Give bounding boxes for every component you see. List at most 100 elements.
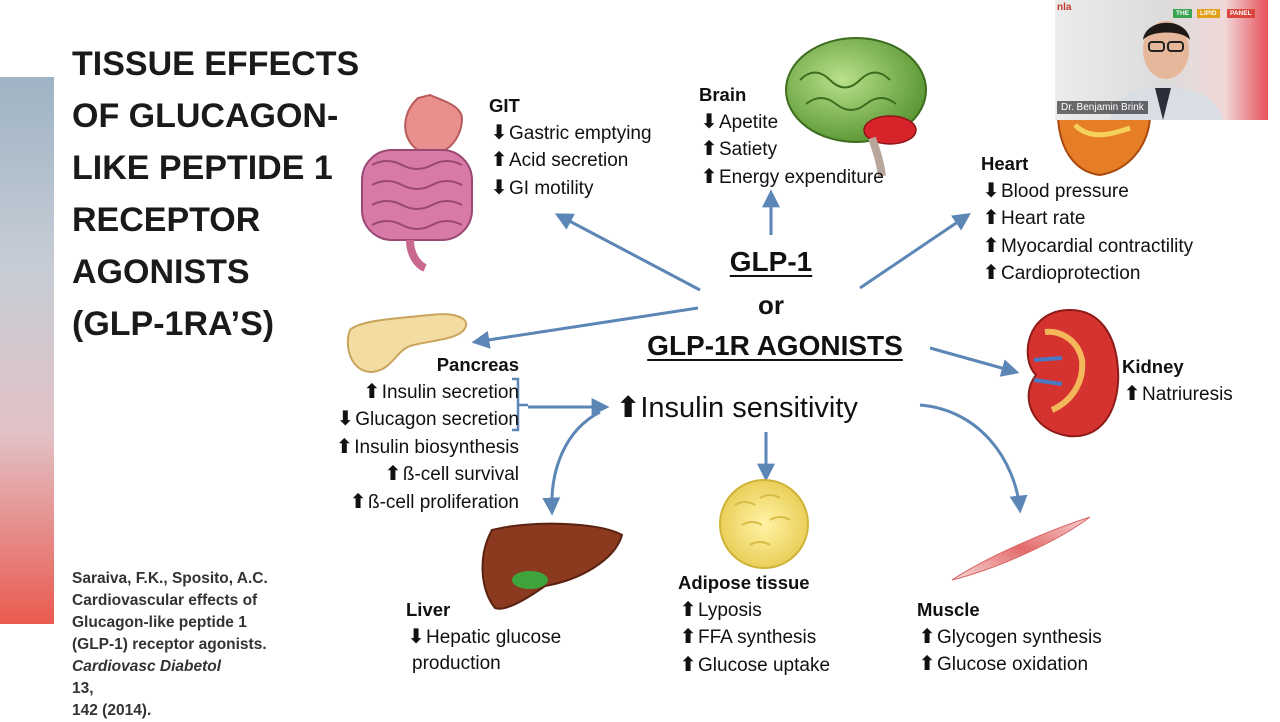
citation-volume: 13,: [72, 680, 94, 697]
title-line: TISSUE EFFECTS: [72, 45, 360, 83]
arrow-up-icon: ⬆: [335, 435, 353, 458]
effect-label: Glucagon secretion: [355, 409, 519, 430]
list-item: ⬆Myocardial contractility: [981, 233, 1194, 261]
arrow-up-icon: ⬆: [700, 138, 718, 160]
nla-logo: nla: [1057, 2, 1072, 13]
citation-line: Cardiovasc Diabetol 13,: [72, 656, 302, 700]
arrow-to-kidney: [929, 346, 1020, 377]
effect-label: Glycogen synthesis: [937, 626, 1102, 648]
list-item: ⬆Acid secretion: [489, 147, 652, 175]
speaker-video[interactable]: nla THE LIPID PANEL Dr. Benjamin Brink: [1055, 0, 1268, 120]
adipose-effects: Adipose tissue ⬆Lyposis ⬆FFA synthesis ⬆…: [678, 570, 830, 679]
title-line: (GLP-1RA’S): [72, 305, 275, 343]
list-item: ⬇Hepatic glucose: [406, 624, 562, 652]
list-item: ⬆Insulin biosynthesis: [300, 434, 519, 462]
arrow-to-pancreas: [471, 306, 699, 349]
git-title: GIT: [489, 95, 520, 116]
list-item: ⬆Satiety: [699, 136, 884, 164]
arrow-down-icon: ⬇: [407, 625, 425, 648]
effect-label: Heart rate: [1001, 208, 1086, 229]
pancreas-effects: Pancreas ⬆Insulin secretion ⬇Glucagon se…: [300, 352, 519, 516]
list-item: ⬆Energy expenditure: [699, 164, 884, 192]
pancreas-title: Pancreas: [436, 354, 519, 375]
arrow-to-git: [554, 213, 701, 292]
arrow-down-icon: ⬇: [490, 121, 508, 144]
arrow-up-icon: ⬆: [982, 234, 1000, 257]
brain-illustration: [785, 37, 927, 177]
pancreas-bracket: [512, 377, 528, 432]
brain-effects: Brain ⬇Apetite ⬆Satiety ⬆Energy expendit…: [699, 82, 884, 191]
list-item: ⬇Apetite: [699, 109, 884, 137]
title-line: AGONISTS: [72, 253, 250, 291]
citation-line: Cardiovascular effects of: [72, 592, 258, 609]
arrow-up-icon: ⬆: [349, 490, 367, 513]
muscle-illustration: [951, 516, 1091, 581]
liver-illustration: [481, 522, 624, 610]
arrow-to-muscle: [919, 403, 1028, 514]
insulin-sensitivity: ⬆Insulin sensitivity: [616, 390, 916, 425]
arrow-up-icon: ⬆: [700, 165, 718, 188]
arrow-down-icon: ⬇: [490, 176, 508, 199]
center-label-or: or: [758, 290, 784, 320]
list-item: ⬆Glycogen synthesis: [917, 624, 1102, 652]
kidney-effects: Kidney ⬆Natriuresis: [1122, 354, 1233, 408]
effect-label: Acid secretion: [509, 150, 629, 171]
list-item: ⬇Glucagon secretion: [300, 406, 519, 434]
list-item: ⬆Insulin secretion: [300, 379, 519, 407]
kidney-illustration: [1026, 308, 1120, 438]
arrow-up-icon: ⬆: [982, 262, 1000, 284]
list-item: ⬇Gastric emptying: [489, 120, 652, 148]
adipose-title: Adipose tissue: [678, 572, 810, 593]
arrow-down-icon: ⬇: [982, 179, 1000, 202]
citation-line: (GLP-1) receptor agonists.: [72, 636, 267, 653]
liver-effects: Liver ⬇Hepatic glucose production: [406, 597, 561, 678]
effect-label: Glucose uptake: [698, 654, 831, 676]
citation-line: 142 (2014).: [72, 702, 152, 719]
citation-journal: Cardiovasc Diabetol: [72, 658, 222, 675]
speaker-name: Dr. Benjamin Brink: [1057, 101, 1148, 114]
effect-label: Satiety: [719, 139, 778, 160]
list-item: ⬆Natriuresis: [1122, 381, 1233, 409]
list-item: ⬇Blood pressure: [981, 178, 1193, 206]
decorative-side-bar: [0, 77, 54, 624]
connector-arrows: [471, 189, 1028, 516]
list-item: ⬆Glucose oxidation: [917, 651, 1102, 679]
arrow-down-icon: ⬇: [336, 408, 354, 430]
center-label-glp1: GLP-1: [729, 246, 813, 277]
arrow-to-heart: [859, 212, 971, 290]
effect-label: Insulin biosynthesis: [354, 436, 519, 458]
list-item: ⬆Lyposis: [678, 597, 830, 625]
kidney-title: Kidney: [1122, 356, 1184, 377]
list-item: ⬆Heart rate: [981, 205, 1193, 233]
effect-label: GI motility: [509, 177, 594, 199]
effect-label: Energy expenditure: [719, 166, 884, 188]
effect-label: Natriuresis: [1142, 383, 1233, 405]
citation-line: Glucagon-like peptide 1: [72, 614, 247, 631]
arrow-up-icon: ⬆: [384, 463, 402, 485]
citation: Saraiva, F.K., Sposito, A.C. Cardiovascu…: [72, 568, 302, 722]
effect-label: Hepatic glucose: [426, 626, 562, 648]
effect-label: Gastric emptying: [509, 122, 652, 144]
title-line: OF GLUCAGON-: [72, 97, 339, 135]
center-label-agonists: GLP-1R AGONISTS: [647, 330, 903, 361]
insulin-sensitivity-label: Insulin sensitivity: [640, 392, 858, 424]
brain-title: Brain: [699, 84, 747, 105]
muscle-effects: Muscle ⬆Glycogen synthesis ⬆Glucose oxid…: [917, 597, 1102, 679]
list-item: ⬆Cardioprotection: [981, 260, 1193, 288]
effect-label: Glucose oxidation: [937, 654, 1089, 675]
arrow-up-icon: ⬆: [679, 598, 697, 621]
panel-tag: LIPID: [1197, 9, 1220, 18]
effect-label: ß-cell survival: [402, 464, 519, 485]
title-line: LIKE PEPTIDE 1: [72, 149, 333, 187]
arrow-up-icon: ⬆: [1123, 382, 1141, 405]
panel-tag: PANEL: [1227, 9, 1255, 18]
arrow-up-icon: ⬆: [982, 207, 1000, 229]
intestine-illustration: [361, 93, 473, 272]
effect-label: Insulin secretion: [381, 381, 519, 403]
arrow-up-icon: ⬆: [616, 392, 641, 424]
arrow-up-icon: ⬆: [918, 653, 936, 675]
arrow-up-icon: ⬆: [679, 653, 697, 676]
list-item: ⬆FFA synthesis: [678, 624, 830, 652]
effect-label: Lyposis: [698, 599, 762, 621]
